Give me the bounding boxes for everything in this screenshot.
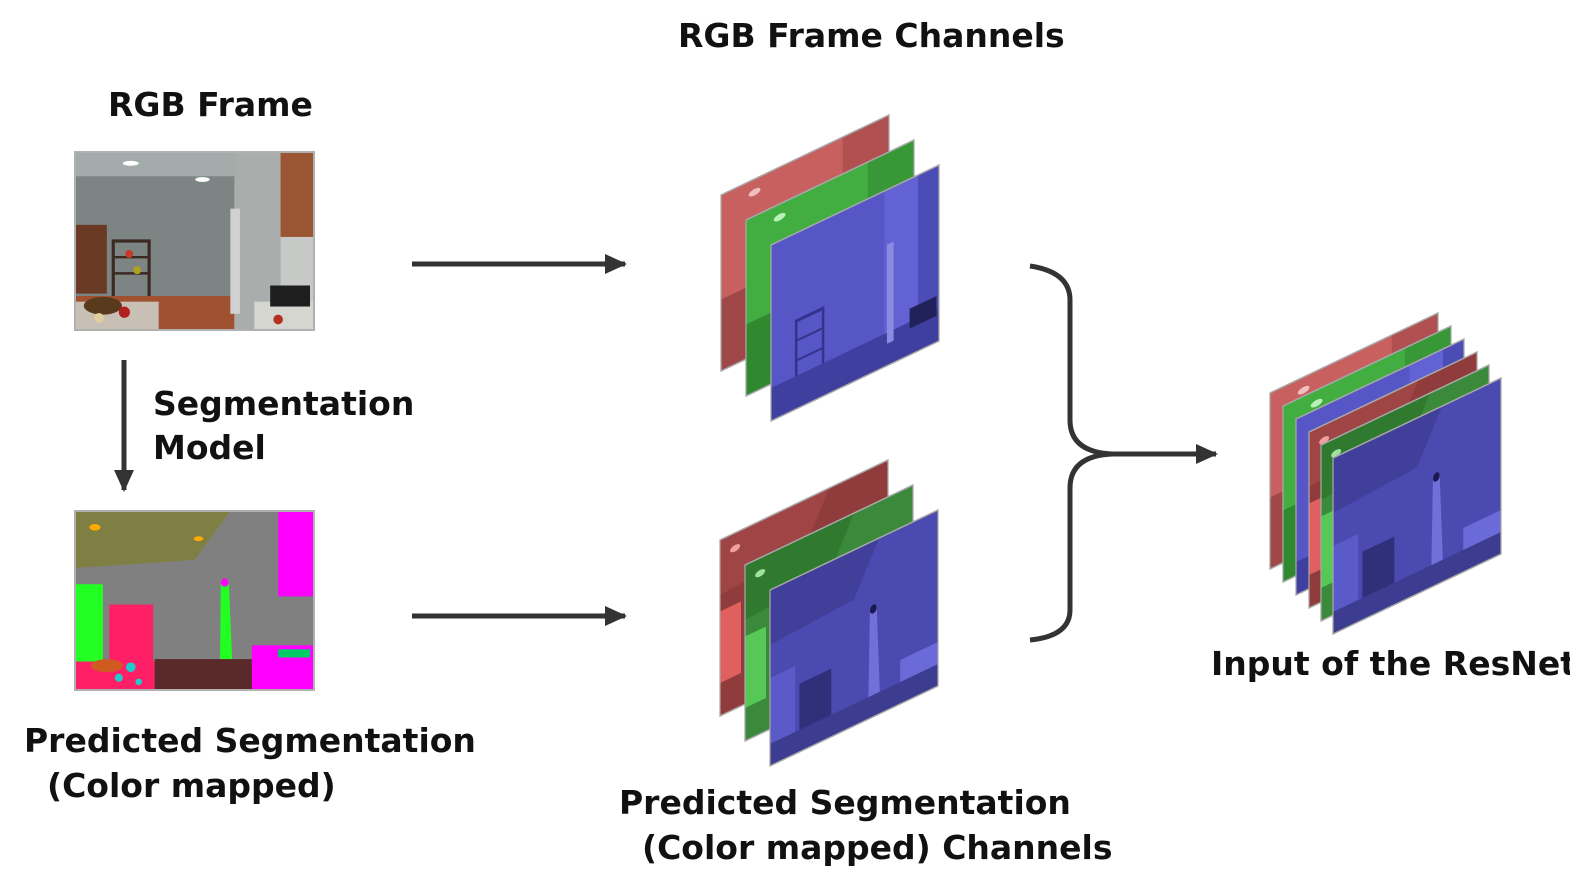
resnet-seg-blue-plane	[1332, 376, 1502, 636]
segmentation-map-image	[74, 510, 315, 691]
predicted-channels-label-line2: (Color mapped) Channels	[642, 828, 1113, 867]
rgb-frame-image	[74, 151, 315, 331]
merge-brace	[1029, 263, 1113, 643]
resnet-input-stack	[1269, 311, 1502, 636]
predicted-channels-label-line1: Predicted Segmentation	[619, 783, 1071, 822]
blue-channel-plane	[769, 163, 941, 423]
rgb-channel-stack	[720, 113, 941, 423]
predicted-seg-label-line2: (Color mapped)	[47, 766, 336, 805]
rgb-frame-title: RGB Frame	[108, 85, 313, 124]
resnet-input-label: Input of the ResNet	[1211, 644, 1570, 683]
rgb-channels-title: RGB Frame Channels	[678, 16, 1065, 55]
seg-blue-channel-plane	[769, 508, 939, 768]
seg-channel-stack	[719, 458, 939, 768]
segmentation-model-label-line1: Segmentation	[153, 384, 415, 423]
predicted-seg-label-line1: Predicted Segmentation	[24, 721, 476, 760]
segmentation-model-label-line2: Model	[153, 428, 266, 467]
